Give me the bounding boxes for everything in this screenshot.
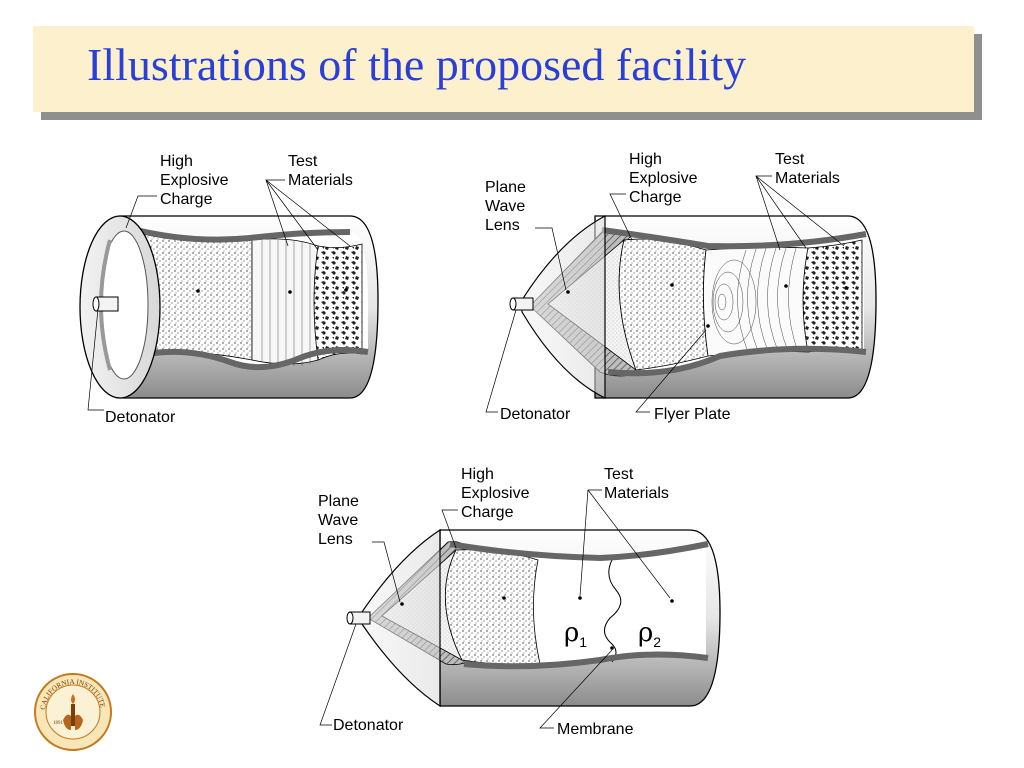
d2-plane-wave-lens-label: Plane Wave Lens	[485, 179, 526, 234]
diagram-3	[319, 489, 721, 729]
d2-detonator-label: Detonator	[500, 406, 571, 423]
d3-high-explosive-label: High Explosive Charge	[461, 466, 530, 521]
d2-high-explosive-label: High Explosive Charge	[629, 151, 698, 206]
rho-2-label: ρ2	[638, 618, 662, 651]
d3-membrane-label: Membrane	[557, 721, 634, 738]
d3-plane-wave-lens-label: Plane Wave Lens	[318, 493, 359, 548]
caltech-seal-logo: CALIFORNIA INSTITUTE OF TECHNOLOGY 1891	[33, 672, 112, 751]
title-banner	[33, 26, 974, 112]
d3-detonator-label: Detonator	[333, 717, 404, 734]
d3-test-materials-label: Test Materials	[604, 466, 669, 502]
diagram-2	[485, 175, 877, 413]
diagram-1	[79, 179, 379, 411]
d1-test-materials-label: Test Materials	[288, 153, 353, 189]
seal-year: 1891	[53, 721, 64, 726]
slide-title: Illustrations of the proposed facility	[87, 39, 747, 90]
d1-detonator-label: Detonator	[105, 409, 176, 426]
d2-flyer-plate-label: Flyer Plate	[654, 406, 731, 423]
rho-1-label: ρ1	[564, 618, 588, 651]
d1-high-explosive-label: High Explosive Charge	[160, 153, 229, 208]
d2-test-materials-label: Test Materials	[775, 151, 840, 187]
